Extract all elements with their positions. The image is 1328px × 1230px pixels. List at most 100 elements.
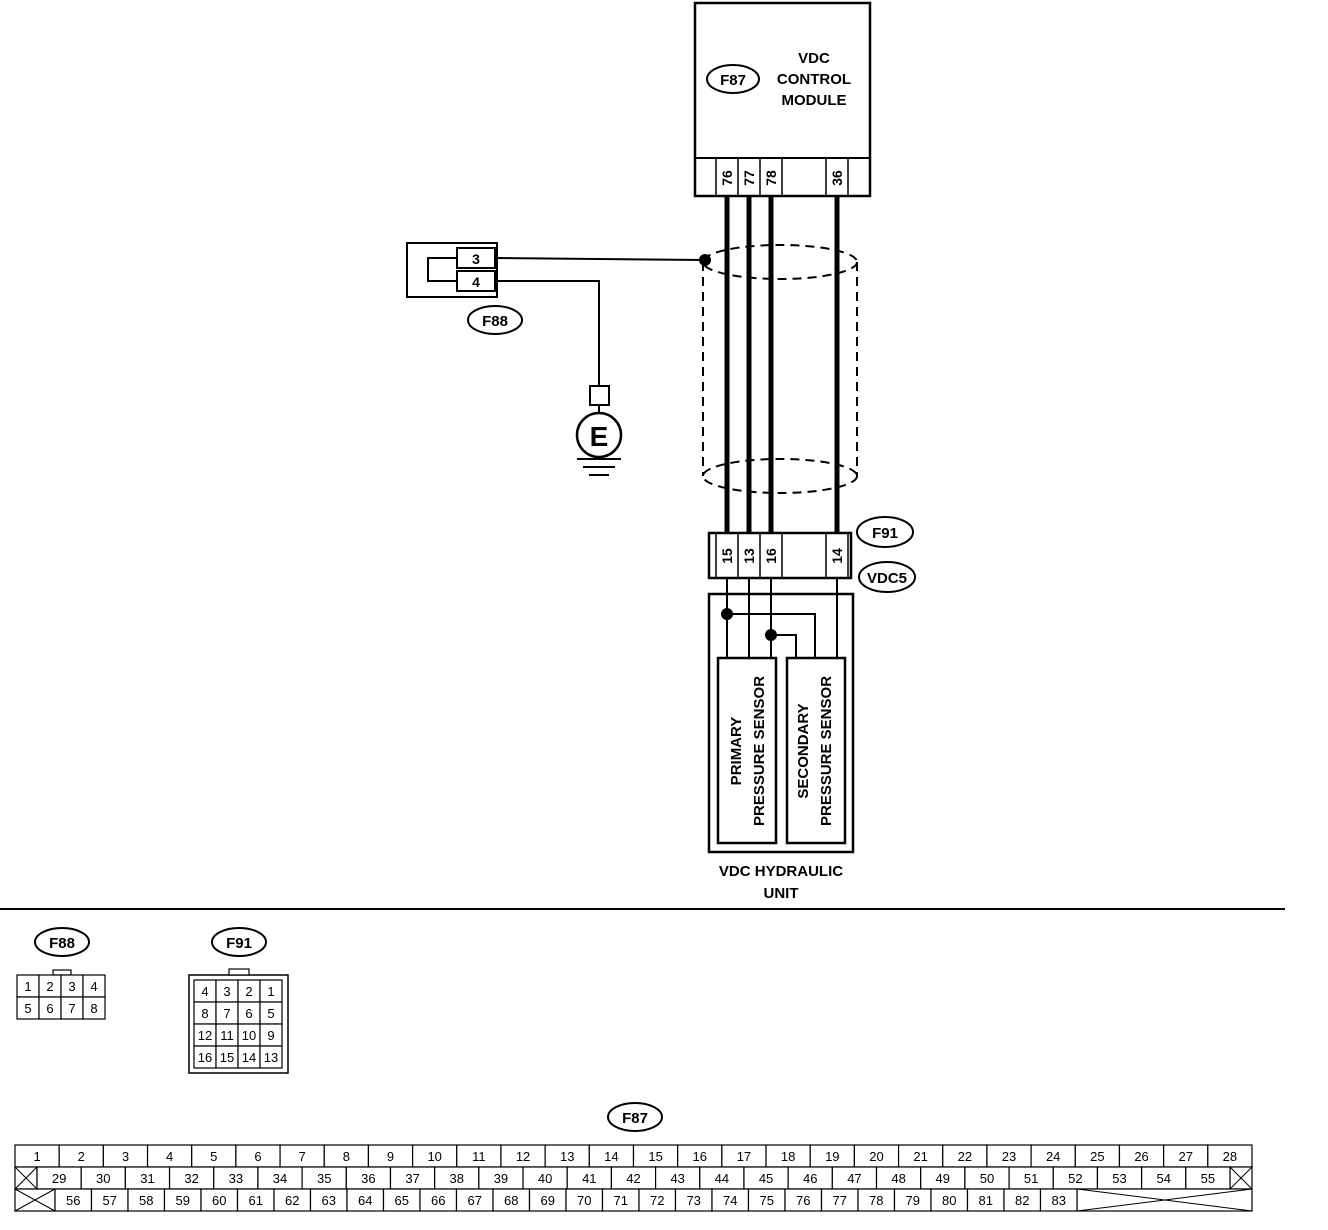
f87-face-pin-56-label: 56 [66,1193,80,1208]
f87-face-pin-39: 39 [478,1166,524,1190]
f87-face-pin-20: 20 [853,1144,900,1168]
f91-face-pin-1: 1 [259,979,283,1003]
f88-shield-ground-connector: 3 4 F88 [406,242,523,335]
f91-face-label: F91 [226,935,252,952]
f87-face-pin-77-label: 77 [833,1193,847,1208]
f87-face-pin-11-label: 11 [472,1149,486,1164]
f87-face-pin-33-label: 33 [229,1171,243,1186]
f87-face-pin-29-label: 29 [52,1171,66,1186]
f87-face-pin-53-label: 53 [1112,1171,1126,1186]
ground-point: E [575,385,623,476]
f91-face-pin-14: 14 [237,1045,261,1069]
vdc-control-module: F87 VDC CONTROL MODULE 76 77 78 36 [693,1,872,198]
f87-face-pin-82: 82 [1003,1188,1042,1212]
f91-face-pin-13-label: 13 [264,1050,278,1065]
f87-face-pin-52: 52 [1052,1166,1099,1190]
f87-face-pin-45: 45 [743,1166,789,1190]
f91-face-pin-9-label: 9 [267,1028,274,1043]
f87-face-pin-5: 5 [191,1144,237,1168]
vdc5-badge [858,561,916,593]
f87-face-pin-3-label: 3 [122,1149,129,1164]
f87-face-pin-53: 53 [1096,1166,1143,1190]
f87-face-pin-17-label: 17 [737,1149,751,1164]
f87-face-pin-73: 73 [674,1188,713,1212]
f87-face-pin-28-label: 28 [1223,1149,1237,1164]
f88-face-pin-7-label: 7 [68,1001,75,1016]
module-name-line-2: CONTROL [777,71,851,88]
f87-face-blank-row3-right [1076,1188,1253,1212]
f87-face-pin-78-label: 78 [869,1193,883,1208]
f87-face-pin-25-label: 25 [1090,1149,1104,1164]
f88-face-pin-1: 1 [16,974,40,998]
f87-face-pin-49: 49 [920,1166,966,1190]
f87-face-pin-37: 37 [389,1166,436,1190]
f87-face-pin-9-label: 9 [387,1149,394,1164]
f87-face-pin-52-label: 52 [1068,1171,1082,1186]
f87-face-pin-45-label: 45 [759,1171,773,1186]
f87-face-pin-46: 46 [787,1166,833,1190]
hydraulic-unit-name-line-2: UNIT [764,885,799,902]
f87-face-pin-46-label: 46 [803,1171,817,1186]
f87-face-pin-72: 72 [638,1188,677,1212]
f91-face-pin-10: 10 [237,1023,261,1047]
f87-face-pin-43: 43 [654,1166,701,1190]
f88-face-pin-7: 7 [60,996,84,1020]
f87-face-pin-37-label: 37 [405,1171,419,1186]
f91-face-pin-4-label: 4 [201,984,208,999]
f87-face-pin-50-label: 50 [980,1171,994,1186]
f87-face-pin-6: 6 [235,1144,281,1168]
f91-face-pin-3-label: 3 [223,984,230,999]
f87-face-pin-50: 50 [964,1166,1010,1190]
f87-face-pin-48-label: 48 [891,1171,905,1186]
f91-label: F91 [872,525,898,542]
f88-face-pin-5-label: 5 [24,1001,31,1016]
f87-face-pin-21-label: 21 [913,1149,927,1164]
f87-face-pin-38: 38 [434,1166,480,1190]
f87-face-blank-row3-left [14,1188,56,1212]
f91-face-pin-11-label: 11 [220,1028,234,1043]
f91-face-pin-11: 11 [215,1023,239,1047]
f87-face-pin-76-label: 76 [796,1193,810,1208]
f87-face-pin-80-label: 80 [942,1193,956,1208]
f87-face-pin-79: 79 [893,1188,932,1212]
f87-face-pin-69-label: 69 [541,1193,555,1208]
f87-face-pin-55-label: 55 [1201,1171,1215,1186]
f88-face-pin-6-label: 6 [46,1001,53,1016]
f87-face-pin-12: 12 [500,1144,546,1168]
f87-face-pin-2: 2 [58,1144,104,1168]
f87-face-pin-64: 64 [346,1188,385,1212]
f87-face-pin-34-label: 34 [273,1171,287,1186]
f87-face-pin-56: 56 [54,1188,93,1212]
f87-face-pin-61: 61 [236,1188,275,1212]
hydraulic-unit-name-line-1: VDC HYDRAULIC [719,863,843,880]
f87-face-pin-14: 14 [588,1144,635,1168]
f87-face-label: F87 [622,1110,648,1127]
f87-face-pin-24: 24 [1030,1144,1076,1168]
f91-face-pin-16: 16 [193,1045,217,1069]
f91-face-pin-2-label: 2 [245,984,252,999]
f87-face-pin-14-label: 14 [604,1149,618,1164]
f91-face-pin-4: 4 [193,979,217,1003]
f87-face-pin-59-label: 59 [176,1193,190,1208]
f87-face-pin-76: 76 [784,1188,823,1212]
f88-face-pin-8-label: 8 [90,1001,97,1016]
f91-face-pin-12-label: 12 [198,1028,212,1043]
ground-icon [575,411,623,459]
f87-face-pin-9: 9 [367,1144,414,1168]
f87-face-pin-40: 40 [522,1166,568,1190]
f88-face-pin-8: 8 [82,996,106,1020]
f87-face-pin-19-label: 19 [825,1149,839,1164]
f88-face-pin-4: 4 [82,974,106,998]
f87-face-pin-65: 65 [382,1188,421,1212]
f87-face-pin-51-label: 51 [1024,1171,1038,1186]
f87-face-pin-77: 77 [820,1188,859,1212]
f91-badge [856,516,914,548]
f87-face-pin-31: 31 [124,1166,171,1190]
harness-wires [724,196,840,535]
f87-face-pin-10-label: 10 [427,1149,441,1164]
f91-face-pin-5: 5 [259,1001,283,1025]
